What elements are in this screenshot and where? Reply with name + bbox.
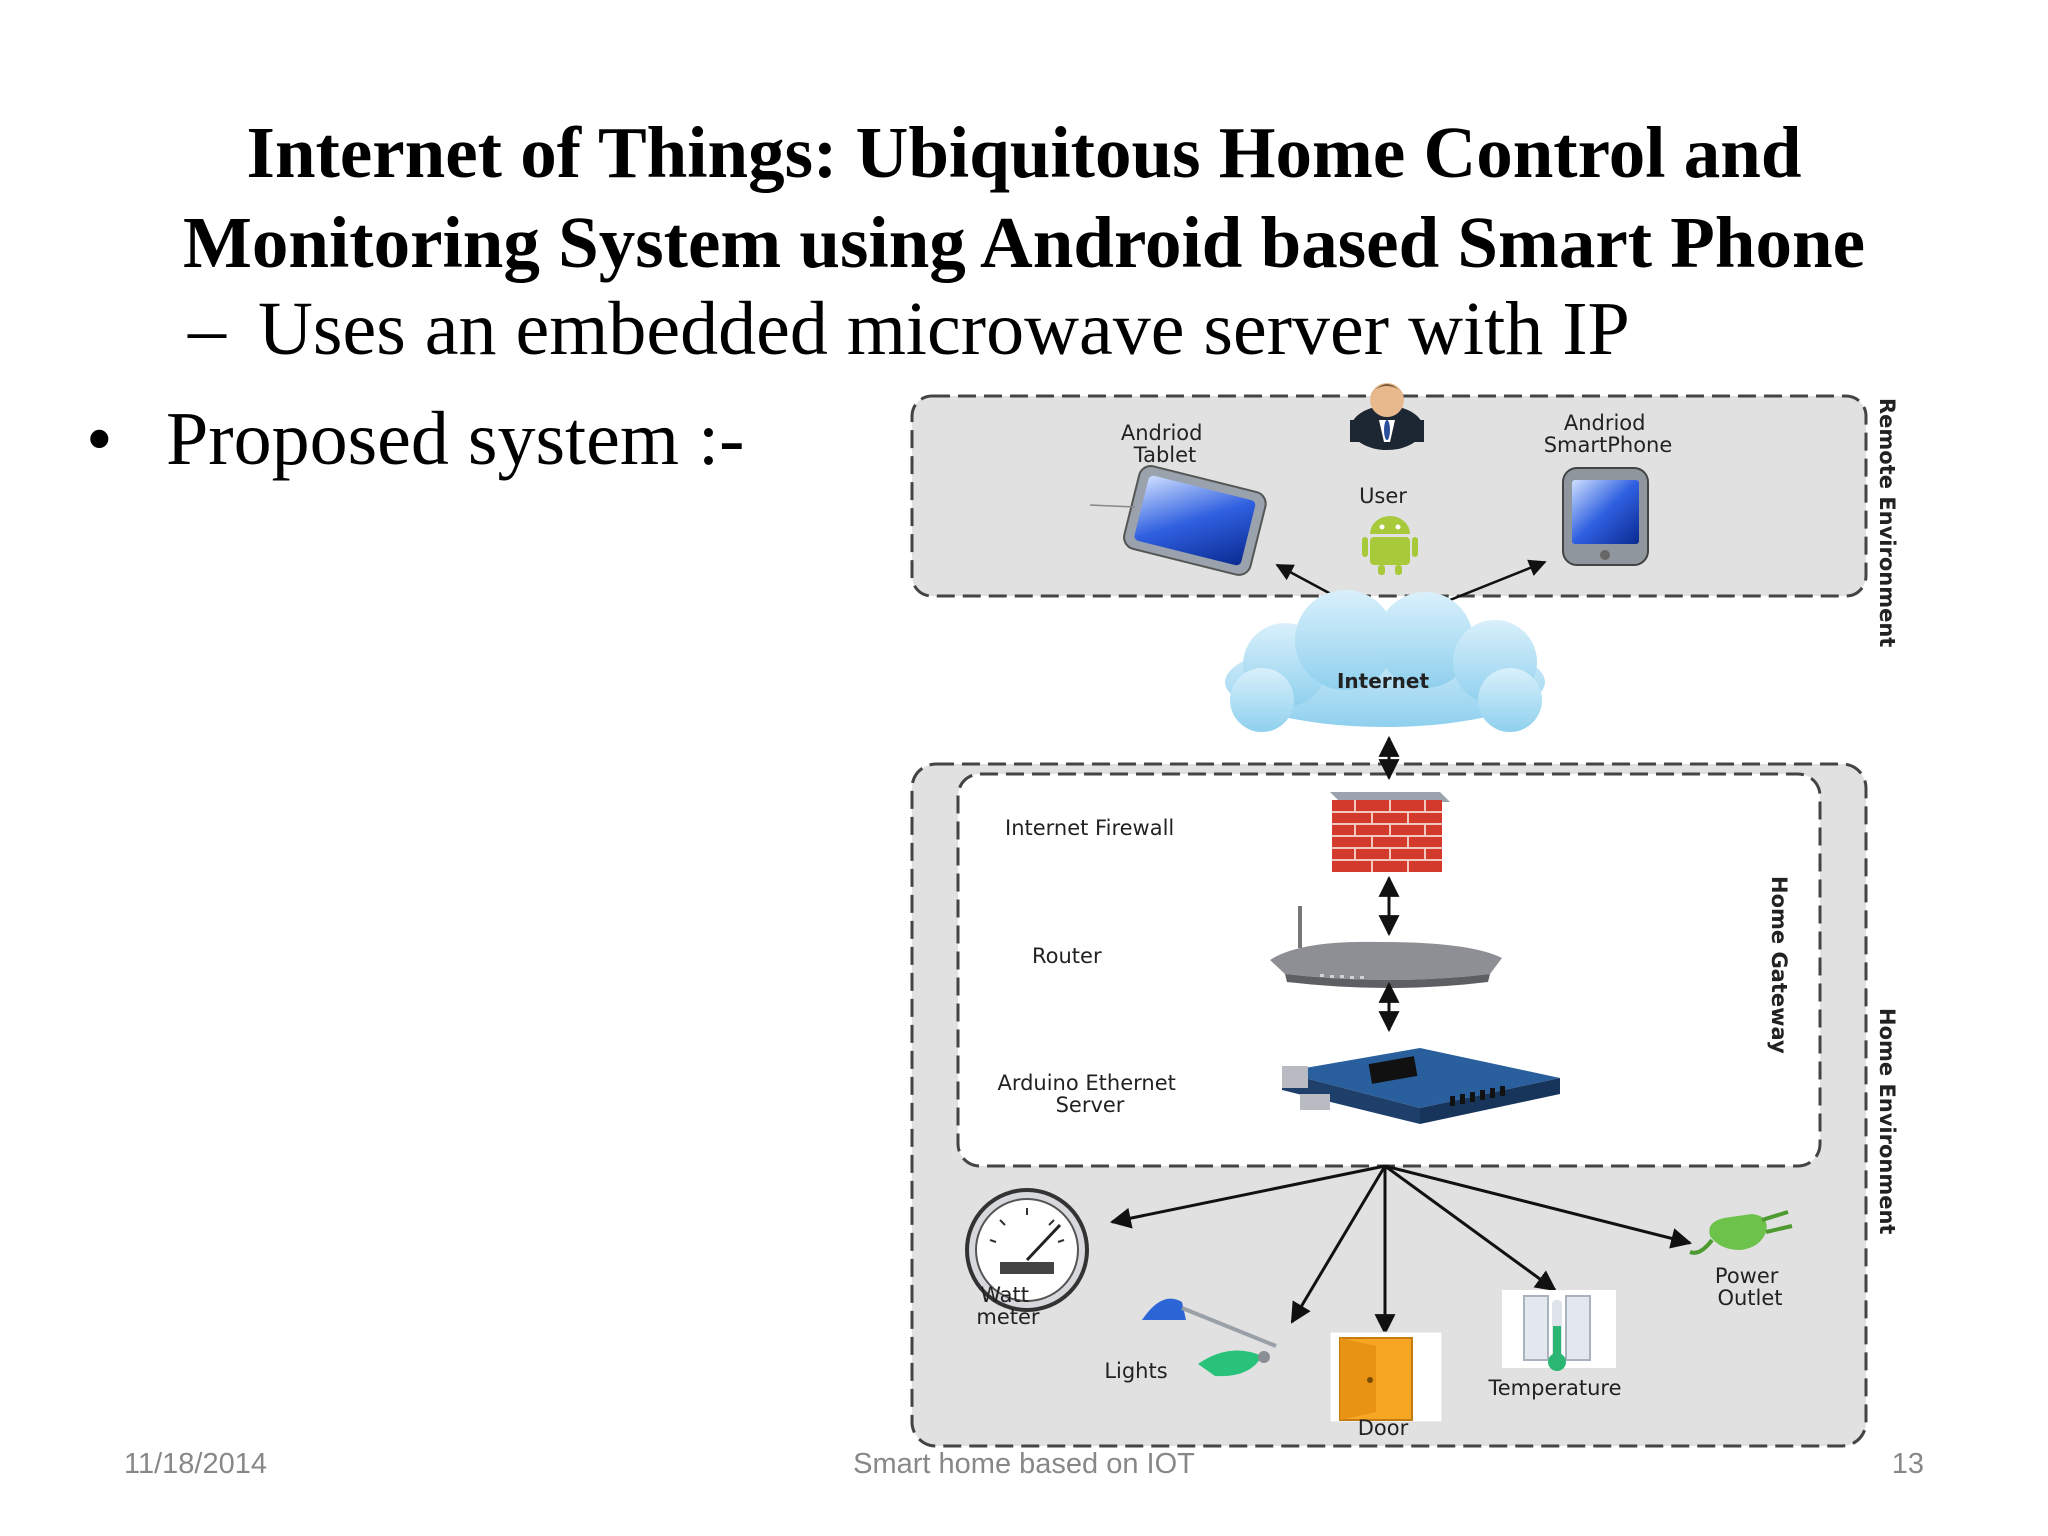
- home-environment-label: Home Environment: [1875, 1008, 1899, 1234]
- door-icon: [1329, 1331, 1443, 1423]
- android-tablet-label: Andriod Tablet: [1121, 421, 1209, 467]
- arduino-server-label-line-2: Server: [1056, 1093, 1125, 1117]
- smartphone-icon: [1562, 467, 1649, 566]
- remote-environment-label: Remote Environment: [1875, 398, 1899, 647]
- android-tablet-label-line-1: Andriod: [1121, 421, 1203, 445]
- power-outlet-label-line-1: Power: [1715, 1264, 1779, 1288]
- footer-date: 11/18/2014: [124, 1448, 267, 1480]
- tablet-icon: [1123, 465, 1267, 576]
- user-icon: [1350, 383, 1424, 450]
- bullet-marker: •: [86, 397, 113, 481]
- arduino-server-label: Arduino Ethernet Server: [997, 1071, 1182, 1117]
- footer-page-number: 13: [1891, 1448, 1924, 1480]
- arduino-to-watt-meter-arrow: [1109, 1164, 1386, 1229]
- slide-title-line-1: Internet of Things: Ubiquitous Home Cont…: [246, 112, 1802, 193]
- arduino-to-temperature-arrow: [1384, 1164, 1557, 1292]
- internet-firewall-label: Internet Firewall: [1005, 816, 1174, 840]
- subpoint-text: Uses an embedded microwave server with I…: [258, 287, 1630, 371]
- door-label: Door: [1358, 1416, 1409, 1440]
- thermometer-icon: [1502, 1290, 1616, 1371]
- watt-meter-label-line-2: meter: [976, 1305, 1040, 1329]
- tablet-connector: [1089, 504, 1136, 508]
- internet-cloud-icon: [1225, 590, 1545, 732]
- home-gateway-label: Home Gateway: [1767, 876, 1791, 1054]
- bullet-point: • Proposed system :-: [86, 396, 744, 483]
- watt-meter-label: Watt meter: [976, 1283, 1040, 1329]
- arduino-to-power-outlet-arrow: [1384, 1164, 1693, 1249]
- watt-meter-label-line-1: Watt: [980, 1283, 1029, 1307]
- bullet-text: Proposed system :-: [166, 397, 745, 481]
- arduino-board-icon: [1282, 1048, 1560, 1124]
- power-outlet-label-line-2: Outlet: [1717, 1286, 1782, 1310]
- slide-title: Internet of Things: Ubiquitous Home Cont…: [0, 108, 2048, 288]
- power-plug-icon: [1689, 1210, 1793, 1255]
- watt-meter-icon: [965, 1188, 1089, 1312]
- router-icon: [1270, 906, 1502, 988]
- router-label: Router: [1032, 944, 1102, 968]
- android-smartphone-label-line-2: SmartPhone: [1544, 433, 1673, 457]
- android-tablet-label-line-2: Tablet: [1133, 443, 1197, 467]
- slide-title-line-2: Monitoring System using Android based Sm…: [183, 202, 1865, 283]
- firewall-icon: [1330, 792, 1450, 872]
- user-label: User: [1359, 484, 1407, 508]
- power-outlet-label: Power Outlet: [1715, 1264, 1785, 1310]
- android-smartphone-label-line-1: Andriod: [1564, 411, 1646, 435]
- lights-label: Lights: [1104, 1359, 1167, 1383]
- android-smartphone-label: Andriod SmartPhone: [1544, 411, 1673, 457]
- internet-label: Internet: [1337, 669, 1429, 693]
- arduino-to-lights-arrow: [1290, 1165, 1387, 1324]
- temperature-label: Temperature: [1487, 1376, 1621, 1400]
- lights-icon: [1142, 1298, 1277, 1377]
- arduino-server-label-line-1: Arduino Ethernet: [997, 1071, 1175, 1095]
- subpoint-marker: –: [188, 287, 226, 371]
- footer-title: Smart home based on IOT: [853, 1448, 1195, 1480]
- subpoint: –Uses an embedded microwave server with …: [188, 286, 1630, 373]
